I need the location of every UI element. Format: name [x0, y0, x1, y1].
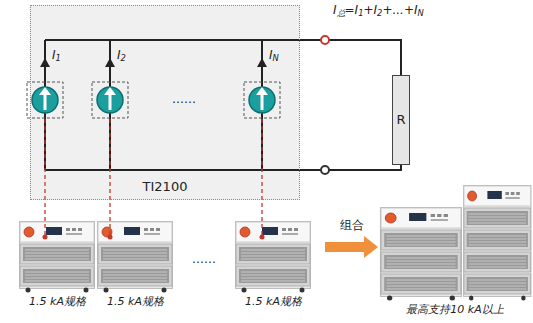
instrument-unit: 1.5 kA规格: [236, 222, 311, 292]
current-label: I1: [52, 48, 61, 62]
node-text: 1.5 kA规格: [245, 295, 302, 308]
current-sources: [27, 82, 280, 118]
instrument-unit: 1.5 kA规格: [20, 222, 95, 292]
source-leaders: [45, 119, 262, 236]
current-arrow: [257, 58, 267, 67]
module-box: TI2100: [30, 5, 300, 200]
bottom-wire: [45, 169, 321, 171]
current-arrows: [40, 58, 267, 67]
top-wire: [45, 39, 321, 41]
node-text: 1.5 kA规格: [107, 295, 164, 308]
instrument-unit: [20, 222, 95, 293]
load-wire-bottom: [329, 165, 401, 170]
current-label: IN: [269, 48, 279, 62]
load-wire-top: [329, 40, 401, 75]
current-arrow: [40, 58, 50, 67]
wires: [45, 40, 401, 170]
node-text: 1.5 kA规格: [29, 295, 86, 308]
output-terminal: [321, 36, 329, 44]
resistor-symbol: R: [392, 75, 410, 165]
combine-arrow: [325, 236, 378, 258]
instrument-unit: [236, 222, 311, 293]
leader-dots: [43, 235, 265, 240]
output-terminal: [321, 166, 329, 174]
current-label: I2: [117, 48, 126, 62]
ellipsis: ……: [192, 252, 216, 266]
node-text: R: [396, 112, 405, 128]
combined-instrument: [464, 186, 532, 301]
total-current-formula: I总=I1+I2+...+IN: [333, 3, 424, 17]
combined-instrument: 最高支持10 kA以上: [380, 185, 530, 300]
instrument-unit: 1.5 kA规格: [98, 222, 173, 292]
ellipsis: ……: [172, 92, 196, 106]
node-text: TI2100: [143, 179, 188, 195]
combined-instrument: [380, 208, 461, 301]
current-arrow: [105, 58, 115, 67]
node-text: 最高支持10 kA以上: [406, 303, 503, 316]
branch-wires: [45, 40, 262, 170]
arrow-label: 组合: [340, 218, 364, 232]
instrument-unit: [98, 222, 173, 293]
